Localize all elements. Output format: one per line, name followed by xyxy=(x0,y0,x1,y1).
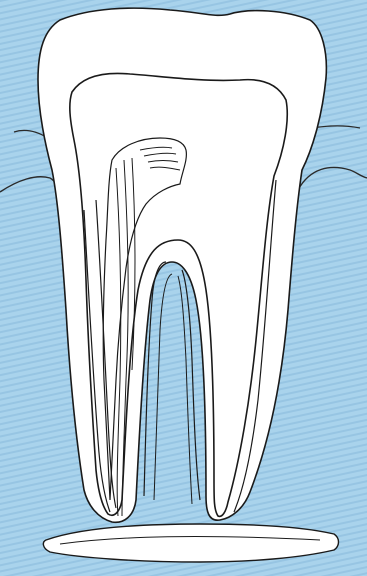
tooth-cross-section-svg xyxy=(0,0,367,576)
tooth-diagram xyxy=(0,0,367,576)
